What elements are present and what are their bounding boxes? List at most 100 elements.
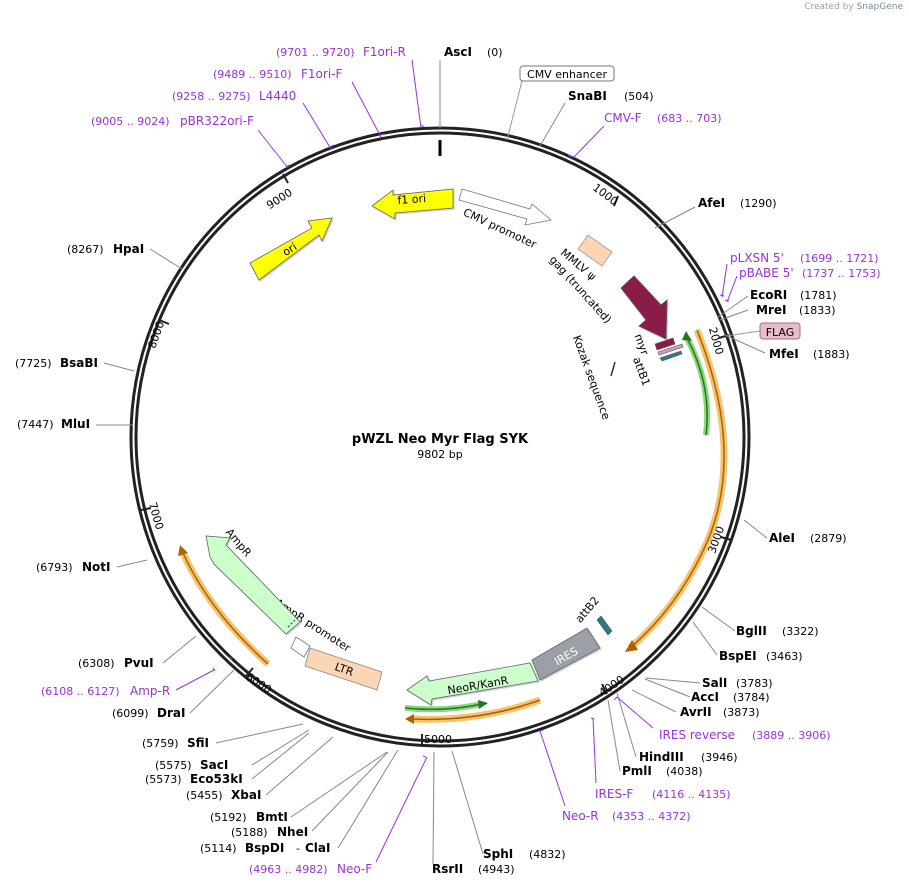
svg-text:(1699 .. 1721): (1699 .. 1721) bbox=[800, 252, 879, 265]
enzyme-bspei[interactable]: BspEI(3463) bbox=[719, 649, 803, 663]
primer-neo-f[interactable]: (4963 .. 4982)Neo-F bbox=[249, 862, 372, 876]
flag-box bbox=[759, 322, 801, 340]
enzyme-sphi[interactable]: SphI(4832) bbox=[483, 847, 566, 861]
enzyme-ecori[interactable]: EcoRI(1781) bbox=[750, 288, 837, 302]
enzyme-alei[interactable]: AleI(2879) bbox=[769, 531, 847, 545]
enzyme-asci[interactable]: AscI(0) bbox=[444, 45, 503, 59]
primer-neo-r[interactable]: Neo-R(4353 .. 4372) bbox=[562, 809, 691, 823]
feature-label-f1-ori: f1 ori bbox=[397, 192, 427, 207]
svg-text:(3946): (3946) bbox=[701, 751, 738, 764]
svg-text:AscI: AscI bbox=[444, 45, 472, 59]
svg-text:(5188): (5188) bbox=[231, 826, 268, 839]
tick-label-9000: 9000 bbox=[264, 186, 295, 212]
primer-pbabe5[interactable]: pBABE 5'(1737 .. 1753) bbox=[739, 266, 881, 280]
enzyme-eco53ki[interactable]: (5573) Eco53kI bbox=[145, 772, 243, 786]
svg-text:CMV-F: CMV-F bbox=[604, 111, 642, 125]
svg-text:(4116 .. 4135): (4116 .. 4135) bbox=[652, 788, 731, 801]
enzyme-bsabi[interactable]: (7725)BsaBI bbox=[15, 356, 98, 370]
enzyme-hindiii[interactable]: HindIII(3946) bbox=[639, 750, 738, 764]
svg-text:(3889 .. 3906): (3889 .. 3906) bbox=[752, 729, 831, 742]
svg-text:pBR322ori-F: pBR322ori-F bbox=[180, 114, 254, 128]
primer-amp-r[interactable]: (6108 .. 6127)Amp-R bbox=[41, 684, 170, 698]
feature-label-ltr: LTR bbox=[333, 660, 356, 679]
svg-text:SnaBI: SnaBI bbox=[568, 89, 607, 103]
svg-text:Eco53kI: Eco53kI bbox=[190, 772, 243, 786]
feature-label-myr: myr bbox=[632, 332, 652, 357]
svg-text:(9258 .. 9275): (9258 .. 9275) bbox=[172, 90, 251, 103]
tick-label-5000: 5000 bbox=[424, 733, 452, 746]
svg-text:-: - bbox=[296, 842, 300, 855]
feature-small-cluster: attB1 Kozak sequence bbox=[570, 334, 684, 422]
feature-neokanr[interactable]: NeoR/KanR bbox=[406, 662, 539, 706]
tick-label-2000: 2000 bbox=[706, 326, 726, 356]
svg-text:(5575): (5575) bbox=[155, 759, 192, 772]
feature-label-cmv-enhancer: CMV enhancer bbox=[527, 68, 607, 81]
enzyme-nhei[interactable]: (5188)NheI bbox=[231, 825, 308, 839]
svg-text:(6099): (6099) bbox=[112, 707, 149, 720]
feature-attb2[interactable]: attB2 bbox=[573, 594, 613, 636]
feature-cmv-promoter[interactable]: CMV promoter bbox=[458, 188, 552, 251]
tick-label-1000: 1000 bbox=[590, 181, 620, 208]
enzyme-pmli[interactable]: PmlI(4038) bbox=[622, 764, 703, 778]
enzyme-pvui[interactable]: (6308)PvuI bbox=[78, 656, 154, 670]
enzyme-afei[interactable]: AfeI(1290) bbox=[698, 196, 777, 210]
enzyme-noti[interactable]: (6793)NotI bbox=[36, 560, 111, 574]
feature-label-attb1: attB1 bbox=[630, 355, 652, 388]
svg-text:SalI: SalI bbox=[702, 676, 727, 690]
enzyme-bspdi[interactable]: (5114)BspDI-ClaI bbox=[200, 841, 330, 855]
svg-text:(683 .. 703): (683 .. 703) bbox=[657, 112, 722, 125]
enzyme-acci[interactable]: AccI(3784) bbox=[691, 690, 770, 704]
cmv-enhancer-leader bbox=[506, 80, 523, 141]
tick-9000 bbox=[282, 173, 289, 184]
primer-cmv-f[interactable]: CMV-F (683 .. 703) bbox=[604, 111, 722, 125]
enzyme-sali[interactable]: SalI(3783) bbox=[702, 676, 773, 690]
primer-l4440[interactable]: (9258 .. 9275)L4440 bbox=[172, 89, 296, 103]
primer-f1ori-r[interactable]: (9701 .. 9720)F1ori-R bbox=[276, 45, 406, 59]
svg-text:(1290): (1290) bbox=[740, 197, 777, 210]
feature-flag[interactable]: FLAG bbox=[725, 322, 801, 340]
feature-f1-ori[interactable]: f1 ori bbox=[371, 188, 454, 220]
feature-ltr[interactable]: LTR bbox=[304, 647, 383, 691]
enzyme-hpai[interactable]: (8267)HpaI bbox=[67, 242, 144, 256]
enzyme-labels: AscI(0) SnaBI(504) AfeI(1290) EcoRI(1781… bbox=[15, 45, 850, 876]
tick-3000 bbox=[720, 536, 732, 541]
primer-ires-reverse[interactable]: IRES reverse(3889 .. 3906) bbox=[659, 728, 831, 742]
enzyme-sfii[interactable]: (5759)SfiI bbox=[142, 736, 209, 750]
svg-text:IRES-F: IRES-F bbox=[595, 787, 633, 801]
enzyme-bglii[interactable]: BglII(3322) bbox=[736, 624, 819, 638]
feature-cmv-enhancer[interactable]: CMV enhancer bbox=[506, 65, 615, 141]
tick-6000 bbox=[245, 667, 254, 677]
feature-mmlv-psi[interactable]: MMLV ψ gag (truncated) bbox=[547, 234, 614, 326]
svg-text:SfiI: SfiI bbox=[187, 736, 209, 750]
enzyme-snabi[interactable]: SnaBI(504) bbox=[568, 89, 654, 103]
svg-text:(1781): (1781) bbox=[800, 289, 837, 302]
feature-ori[interactable]: ori bbox=[249, 217, 333, 281]
svg-text:(2879): (2879) bbox=[810, 532, 847, 545]
svg-text:AccI: AccI bbox=[691, 690, 719, 704]
enzyme-mrei[interactable]: MreI(1833) bbox=[756, 303, 836, 317]
enzyme-mfei[interactable]: MfeI(1883) bbox=[769, 347, 850, 361]
enzyme-drai[interactable]: (6099)DraI bbox=[112, 706, 185, 720]
svg-text:ClaI: ClaI bbox=[305, 841, 330, 855]
primer-leaders bbox=[175, 59, 738, 863]
primer-ires-f[interactable]: IRES-F (4116 .. 4135) bbox=[595, 787, 731, 801]
watermark-brand: SnapGene bbox=[856, 2, 903, 12]
svg-text:(3463): (3463) bbox=[766, 650, 803, 663]
feature-ires[interactable]: IRES bbox=[531, 627, 601, 681]
primer-plxsn5[interactable]: pLXSN 5' (1699 .. 1721) bbox=[730, 251, 879, 265]
cmv-enhancer-box bbox=[519, 65, 615, 82]
enzyme-rsrii[interactable]: RsrII(4943) bbox=[432, 862, 515, 876]
svg-text:(3873): (3873) bbox=[723, 706, 760, 719]
enzyme-xbai[interactable]: (5455)XbaI bbox=[186, 788, 261, 802]
svg-text:(5114): (5114) bbox=[200, 842, 237, 855]
enzyme-mlui[interactable]: (7447)MluI bbox=[17, 417, 90, 431]
primer-f1ori-f[interactable]: (9489 .. 9510)F1ori-F bbox=[213, 67, 342, 81]
svg-text:(5573): (5573) bbox=[145, 773, 182, 786]
svg-text:(1883): (1883) bbox=[813, 348, 850, 361]
enzyme-bmti[interactable]: (5192)BmtI bbox=[210, 810, 288, 824]
svg-text:(6108 .. 6127): (6108 .. 6127) bbox=[41, 685, 120, 698]
primer-pbr322ori-f[interactable]: (9005 .. 9024)pBR322ori-F bbox=[91, 114, 254, 128]
enzyme-saci[interactable]: (5575)SacI bbox=[155, 758, 228, 772]
enzyme-avrii[interactable]: AvrII(3873) bbox=[680, 705, 760, 719]
svg-text:pLXSN 5': pLXSN 5' bbox=[730, 251, 784, 265]
